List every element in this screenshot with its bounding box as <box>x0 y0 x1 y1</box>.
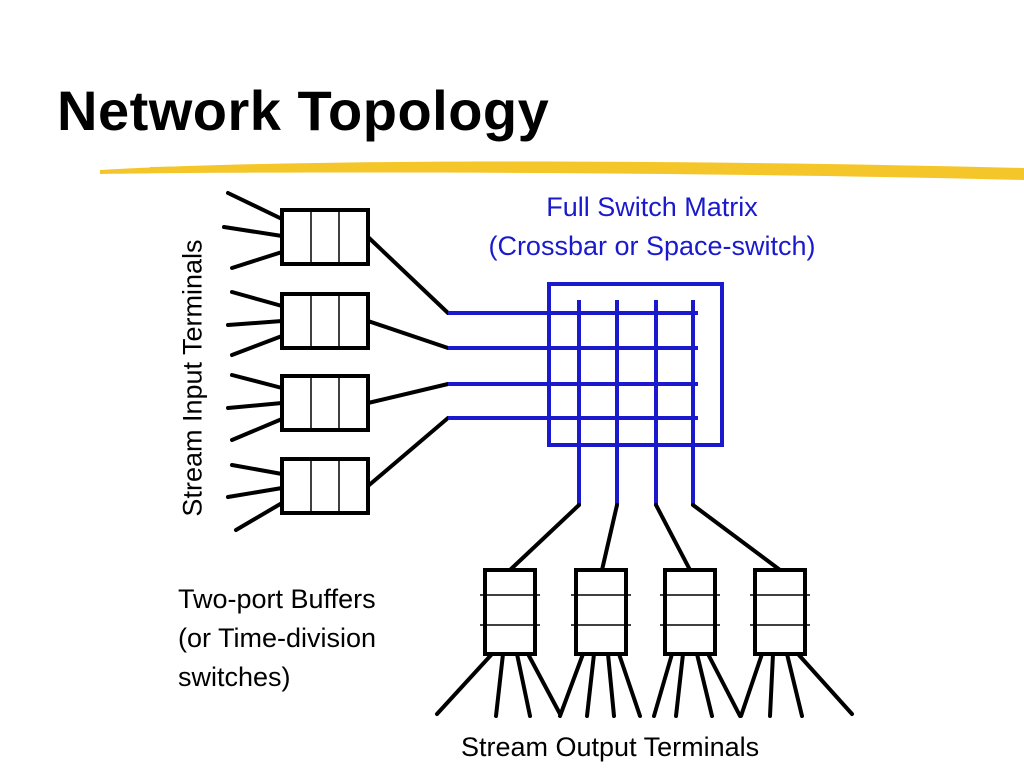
output-terminal-line <box>515 652 532 718</box>
output-connector <box>691 503 782 572</box>
output-terminals-label: Stream Output Terminals <box>461 732 760 762</box>
output-terminal-line <box>674 652 685 718</box>
matrix-label-line2: (Crossbar or Space-switch) <box>488 231 816 261</box>
buffer-label-line3: switches) <box>178 662 291 692</box>
buffer-label-line1: Two-port Buffers <box>178 584 376 614</box>
output-connector <box>600 503 619 572</box>
buffer-connector <box>366 382 450 405</box>
output-terminal-line <box>652 652 674 718</box>
output-connector <box>654 503 692 572</box>
input-buffer <box>280 374 370 432</box>
buffer-connector <box>366 235 450 315</box>
output-buffer <box>480 568 540 656</box>
input-terminal-line <box>230 290 284 308</box>
slide-title: Network Topology <box>57 79 550 142</box>
output-connectors <box>508 503 782 572</box>
input-terminal-line <box>230 417 284 442</box>
buffer-label-line2: (or Time-division <box>178 623 377 653</box>
output-terminal-line <box>796 652 854 716</box>
output-buffers <box>480 568 810 656</box>
output-terminal-line <box>785 652 804 718</box>
crossbar-matrix <box>448 282 724 505</box>
input-terminal-line <box>226 486 284 499</box>
output-terminal-line <box>768 652 775 718</box>
input-terminal-line <box>230 334 284 357</box>
input-buffer <box>280 457 370 515</box>
input-terminal-line <box>230 463 284 476</box>
title-underline <box>100 161 1024 180</box>
input-terminal-lines <box>222 191 284 532</box>
input-terminal-line <box>226 401 284 410</box>
output-terminal-line <box>494 652 505 718</box>
input-terminals-label: Stream Input Terminals <box>177 239 208 517</box>
input-buffer <box>280 292 370 350</box>
input-buffer <box>280 208 370 266</box>
buffer-connector <box>366 416 450 488</box>
input-terminal-line <box>230 373 284 390</box>
output-terminal-line <box>617 652 642 718</box>
output-terminal-lines <box>435 652 854 718</box>
input-terminal-line <box>234 501 284 532</box>
output-buffer <box>660 568 720 656</box>
output-terminal-line <box>558 652 585 718</box>
input-buffers <box>280 208 370 515</box>
input-terminal-line <box>222 225 284 238</box>
output-terminal-line <box>606 652 616 718</box>
output-buffer <box>750 568 810 656</box>
output-terminal-line <box>526 652 562 716</box>
buffer-connector <box>366 319 450 350</box>
input-terminal-line <box>230 250 284 270</box>
output-terminal-line <box>739 652 764 718</box>
output-terminal-line <box>435 652 494 716</box>
matrix-label-line1: Full Switch Matrix <box>546 192 758 222</box>
matrix-frame <box>547 282 724 447</box>
output-buffer <box>571 568 631 656</box>
input-terminal-line <box>226 319 284 327</box>
output-terminal-line <box>695 652 714 718</box>
output-connector <box>508 503 581 572</box>
output-terminal-line <box>706 652 742 718</box>
buffer-connectors <box>366 235 450 488</box>
output-terminal-line <box>585 652 596 718</box>
input-terminal-line <box>226 191 284 221</box>
